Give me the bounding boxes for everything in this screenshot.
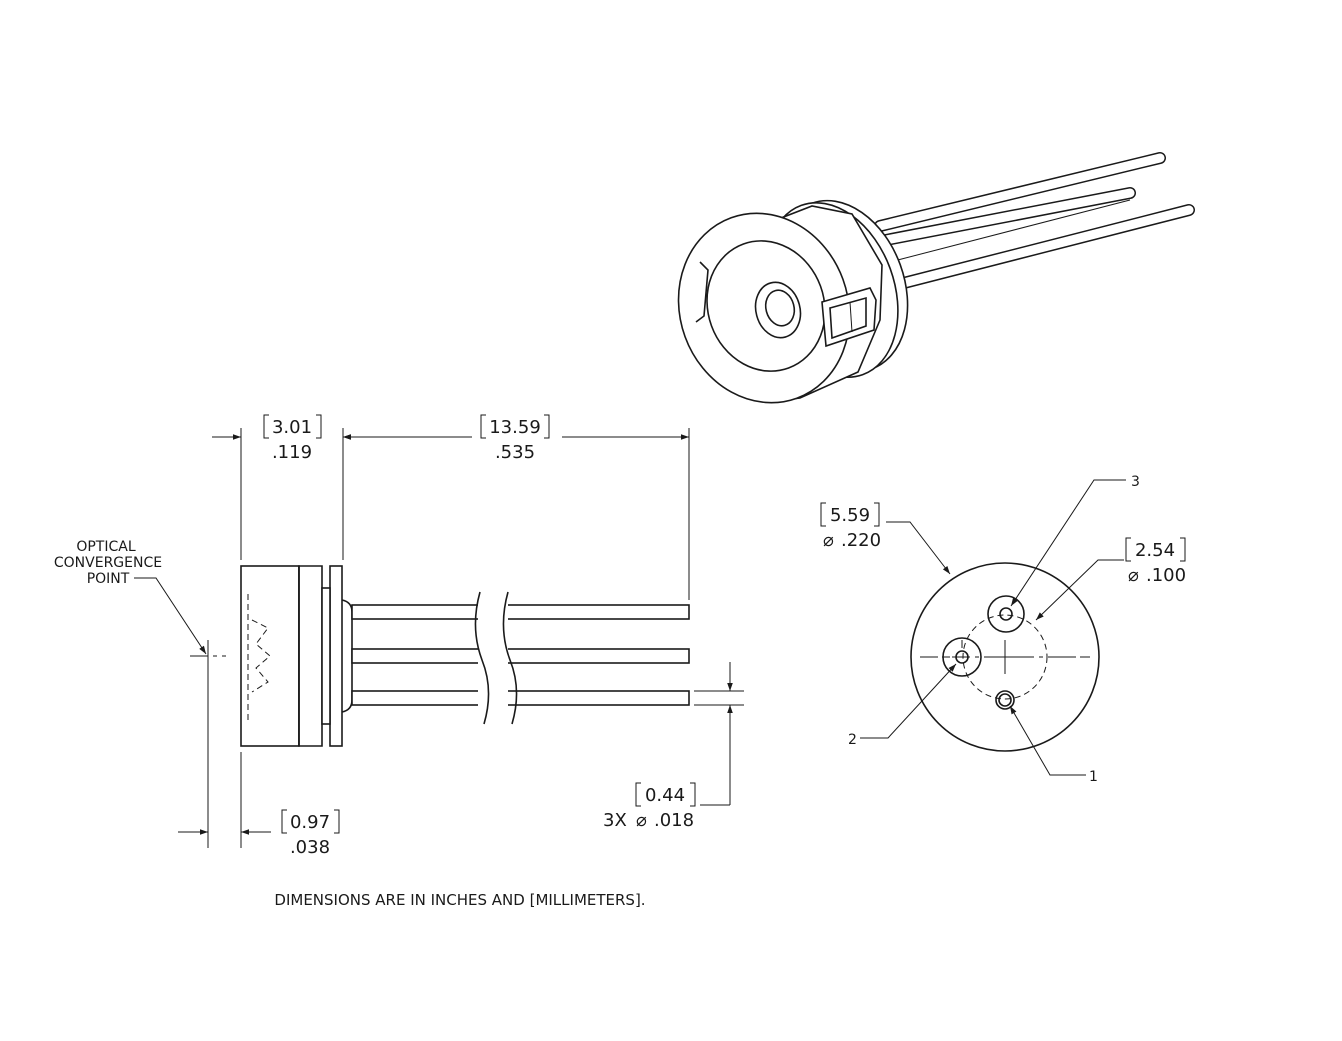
dim-lead-diameter-mm: 0.44 bbox=[645, 785, 685, 806]
dim-lead-diameter: 0.44 3X ⌀ .018 bbox=[603, 782, 696, 831]
end-view bbox=[860, 479, 1126, 776]
pin2-label: 2 bbox=[848, 732, 857, 748]
dim-body-length-inch: .119 bbox=[272, 442, 312, 463]
diameter-symbol-icon: ⌀ bbox=[1128, 565, 1139, 586]
iso-leads bbox=[874, 152, 1195, 292]
dim-convergence-inch: .038 bbox=[290, 837, 330, 858]
end-view-labels: 3 2 1 bbox=[848, 474, 1140, 785]
iso-cap bbox=[677, 205, 883, 404]
pin1-ring bbox=[995, 690, 1015, 710]
iso-key-slot bbox=[821, 287, 877, 348]
dim-body-diameter-inch: .220 bbox=[841, 530, 881, 551]
isometric-view bbox=[677, 152, 1195, 404]
end-body-circle bbox=[910, 562, 1100, 752]
dim-body-diameter: 5.59 ⌀ .220 bbox=[820, 502, 881, 551]
dim-lead-length-mm: 13.59 bbox=[489, 417, 541, 438]
pin1-label: 1 bbox=[1089, 769, 1098, 785]
diameter-symbol-icon: ⌀ bbox=[823, 530, 834, 551]
optical-label-line2: CONVERGENCE bbox=[54, 555, 162, 571]
dim-lead-length-inch: .535 bbox=[495, 442, 535, 463]
side-cap bbox=[240, 565, 300, 747]
pin3-label: 3 bbox=[1131, 474, 1140, 490]
diameter-symbol-icon: ⌀ bbox=[636, 810, 647, 831]
side-view bbox=[134, 428, 744, 848]
dim-pin-circle-mm: 2.54 bbox=[1135, 540, 1175, 561]
dim-lead-diameter-prefix: 3X bbox=[603, 810, 627, 831]
optical-convergence-label: OPTICAL CONVERGENCE POINT bbox=[54, 539, 162, 587]
dim-lead-diameter-inch: .018 bbox=[654, 810, 694, 831]
pin2-lead bbox=[955, 650, 969, 664]
pin3-lead bbox=[999, 607, 1013, 621]
dim-body-length: 3.01 .119 bbox=[263, 414, 322, 463]
units-note: DIMENSIONS ARE IN INCHES AND [MILLIMETER… bbox=[274, 891, 645, 909]
dim-body-diameter-mm: 5.59 bbox=[830, 505, 870, 526]
dim-pin-circle: 2.54 ⌀ .100 bbox=[1125, 537, 1186, 586]
dim-lead-length: 13.59 .535 bbox=[480, 414, 550, 463]
dim-body-length-mm: 3.01 bbox=[272, 417, 312, 438]
dim-convergence-mm: 0.97 bbox=[290, 812, 330, 833]
pin3-glass bbox=[987, 595, 1025, 633]
optical-label-line1: OPTICAL bbox=[76, 539, 135, 555]
dim-convergence: 0.97 .038 bbox=[281, 809, 340, 858]
pin1-lead bbox=[998, 693, 1012, 707]
side-leads bbox=[351, 591, 690, 725]
optical-label-line3: POINT bbox=[87, 571, 130, 587]
side-flange bbox=[329, 565, 343, 747]
dim-pin-circle-inch: .100 bbox=[1146, 565, 1186, 586]
